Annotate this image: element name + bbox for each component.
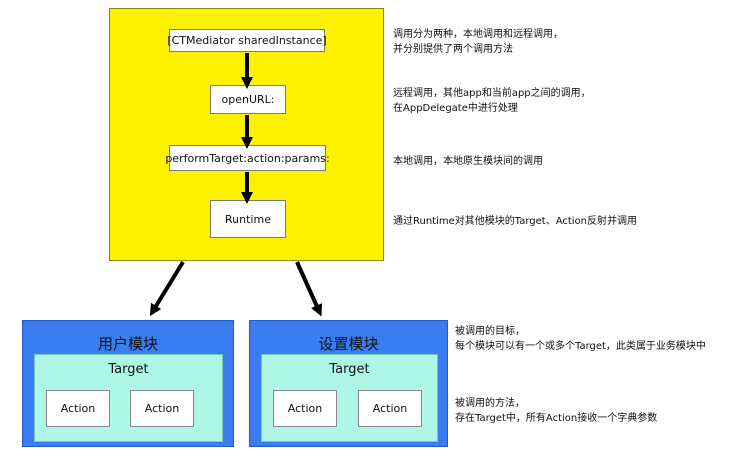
settings-action-1: Action bbox=[273, 390, 337, 427]
note-call-types: 调用分为两种，本地调用和远程调用， 并分别提供了两个调用方法 bbox=[393, 29, 563, 55]
note-remote-call: 远程调用，其他app和当前app之间的调用， 在AppDelegate中进行处理 bbox=[393, 88, 591, 114]
settings-module: 设置模块 Target Action Action bbox=[249, 320, 448, 447]
shared-instance-box: [CTMediator sharedInstance] bbox=[167, 29, 327, 52]
arrow-to-settings-module bbox=[295, 261, 323, 317]
open-url-box: openURL: bbox=[210, 85, 286, 114]
user-module-target: Target Action Action bbox=[34, 354, 223, 442]
user-target-title: Target bbox=[108, 362, 149, 377]
note-target: 被调用的目标， 每个模块可以有一个或多个Target，此类属于业务模块中 bbox=[455, 326, 706, 352]
runtime-box: Runtime bbox=[210, 200, 286, 238]
user-action-1: Action bbox=[46, 390, 110, 427]
arrow-to-user-module bbox=[149, 260, 185, 317]
note-runtime: 通过Runtime对其他模块的Target、Action反射并调用 bbox=[393, 216, 638, 227]
user-module: 用户模块 Target Action Action bbox=[22, 320, 234, 447]
user-module-title: 用户模块 bbox=[97, 335, 158, 353]
note-action: 被调用的方法， 存在Target中，所有Action接收一个字典参数 bbox=[455, 398, 658, 424]
settings-module-title: 设置模块 bbox=[318, 335, 379, 353]
settings-target-title: Target bbox=[329, 362, 370, 377]
settings-action-2: Action bbox=[358, 390, 422, 427]
note-local-call: 本地调用，本地原生模块间的调用 bbox=[393, 156, 543, 167]
settings-module-target: Target Action Action bbox=[261, 354, 438, 442]
user-action-2: Action bbox=[130, 390, 194, 427]
